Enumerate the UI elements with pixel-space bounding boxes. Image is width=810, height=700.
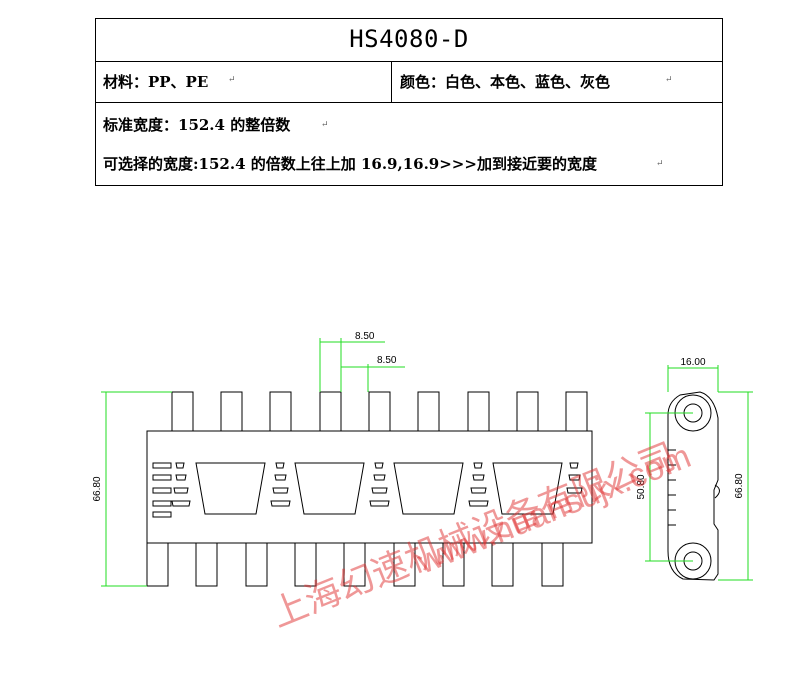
return-mark-4: ↵ <box>656 159 664 169</box>
return-mark-1: ↵ <box>228 75 236 85</box>
spec-table: HS4080-D 材料：PP、PE ↵ 颜色：白色、本色、蓝色、灰色 ↵ 标准宽… <box>95 18 723 186</box>
dim-pitch-2: 8.50 <box>377 355 397 366</box>
model-title: HS4080-D <box>349 25 469 53</box>
front-view <box>146 391 593 587</box>
side-dimensions <box>645 365 753 581</box>
optional-width-text: 可选择的宽度:152.4 的倍数上往上加 16.9,16.9>>>加到接近要的宽… <box>103 155 597 173</box>
watermark: 上海幻速机械设备有限公司 www.huansujx.com <box>266 436 696 636</box>
dim-side-width: 16.00 <box>680 357 705 368</box>
material-label: 材料：PP、PE <box>103 73 209 91</box>
width-row: 标准宽度：152.4 的整倍数 ↵ 可选择的宽度:152.4 的倍数上往上加 1… <box>96 102 722 186</box>
dim-height-front: 66.80 <box>92 476 103 501</box>
side-view <box>667 391 720 581</box>
side-notch <box>714 484 720 499</box>
trapezoid-openings <box>195 462 563 515</box>
watermark-url: www.huansujx.com <box>411 437 696 582</box>
dim-height-side: 66.80 <box>734 473 745 498</box>
color-label: 颜色：白色、本色、蓝色、灰色 <box>400 73 611 91</box>
front-dimensions <box>101 338 405 587</box>
dim-hole-spacing: 50.80 <box>636 474 647 499</box>
return-mark-3: ↵ <box>321 120 329 130</box>
bottom-teeth <box>146 542 564 587</box>
material-color-row: 材料：PP、PE ↵ 颜色：白色、本色、蓝色、灰色 ↵ <box>96 61 722 103</box>
title-row: HS4080-D <box>96 19 722 62</box>
dim-pitch-1: 8.50 <box>355 331 375 342</box>
standard-width-text: 标准宽度：152.4 的整倍数 <box>103 116 291 134</box>
slot-ladders <box>152 462 583 518</box>
top-teeth <box>171 391 588 432</box>
side-profile <box>667 391 719 581</box>
return-mark-2: ↵ <box>665 75 673 85</box>
side-slots <box>668 449 676 526</box>
cell-divider <box>391 61 392 102</box>
